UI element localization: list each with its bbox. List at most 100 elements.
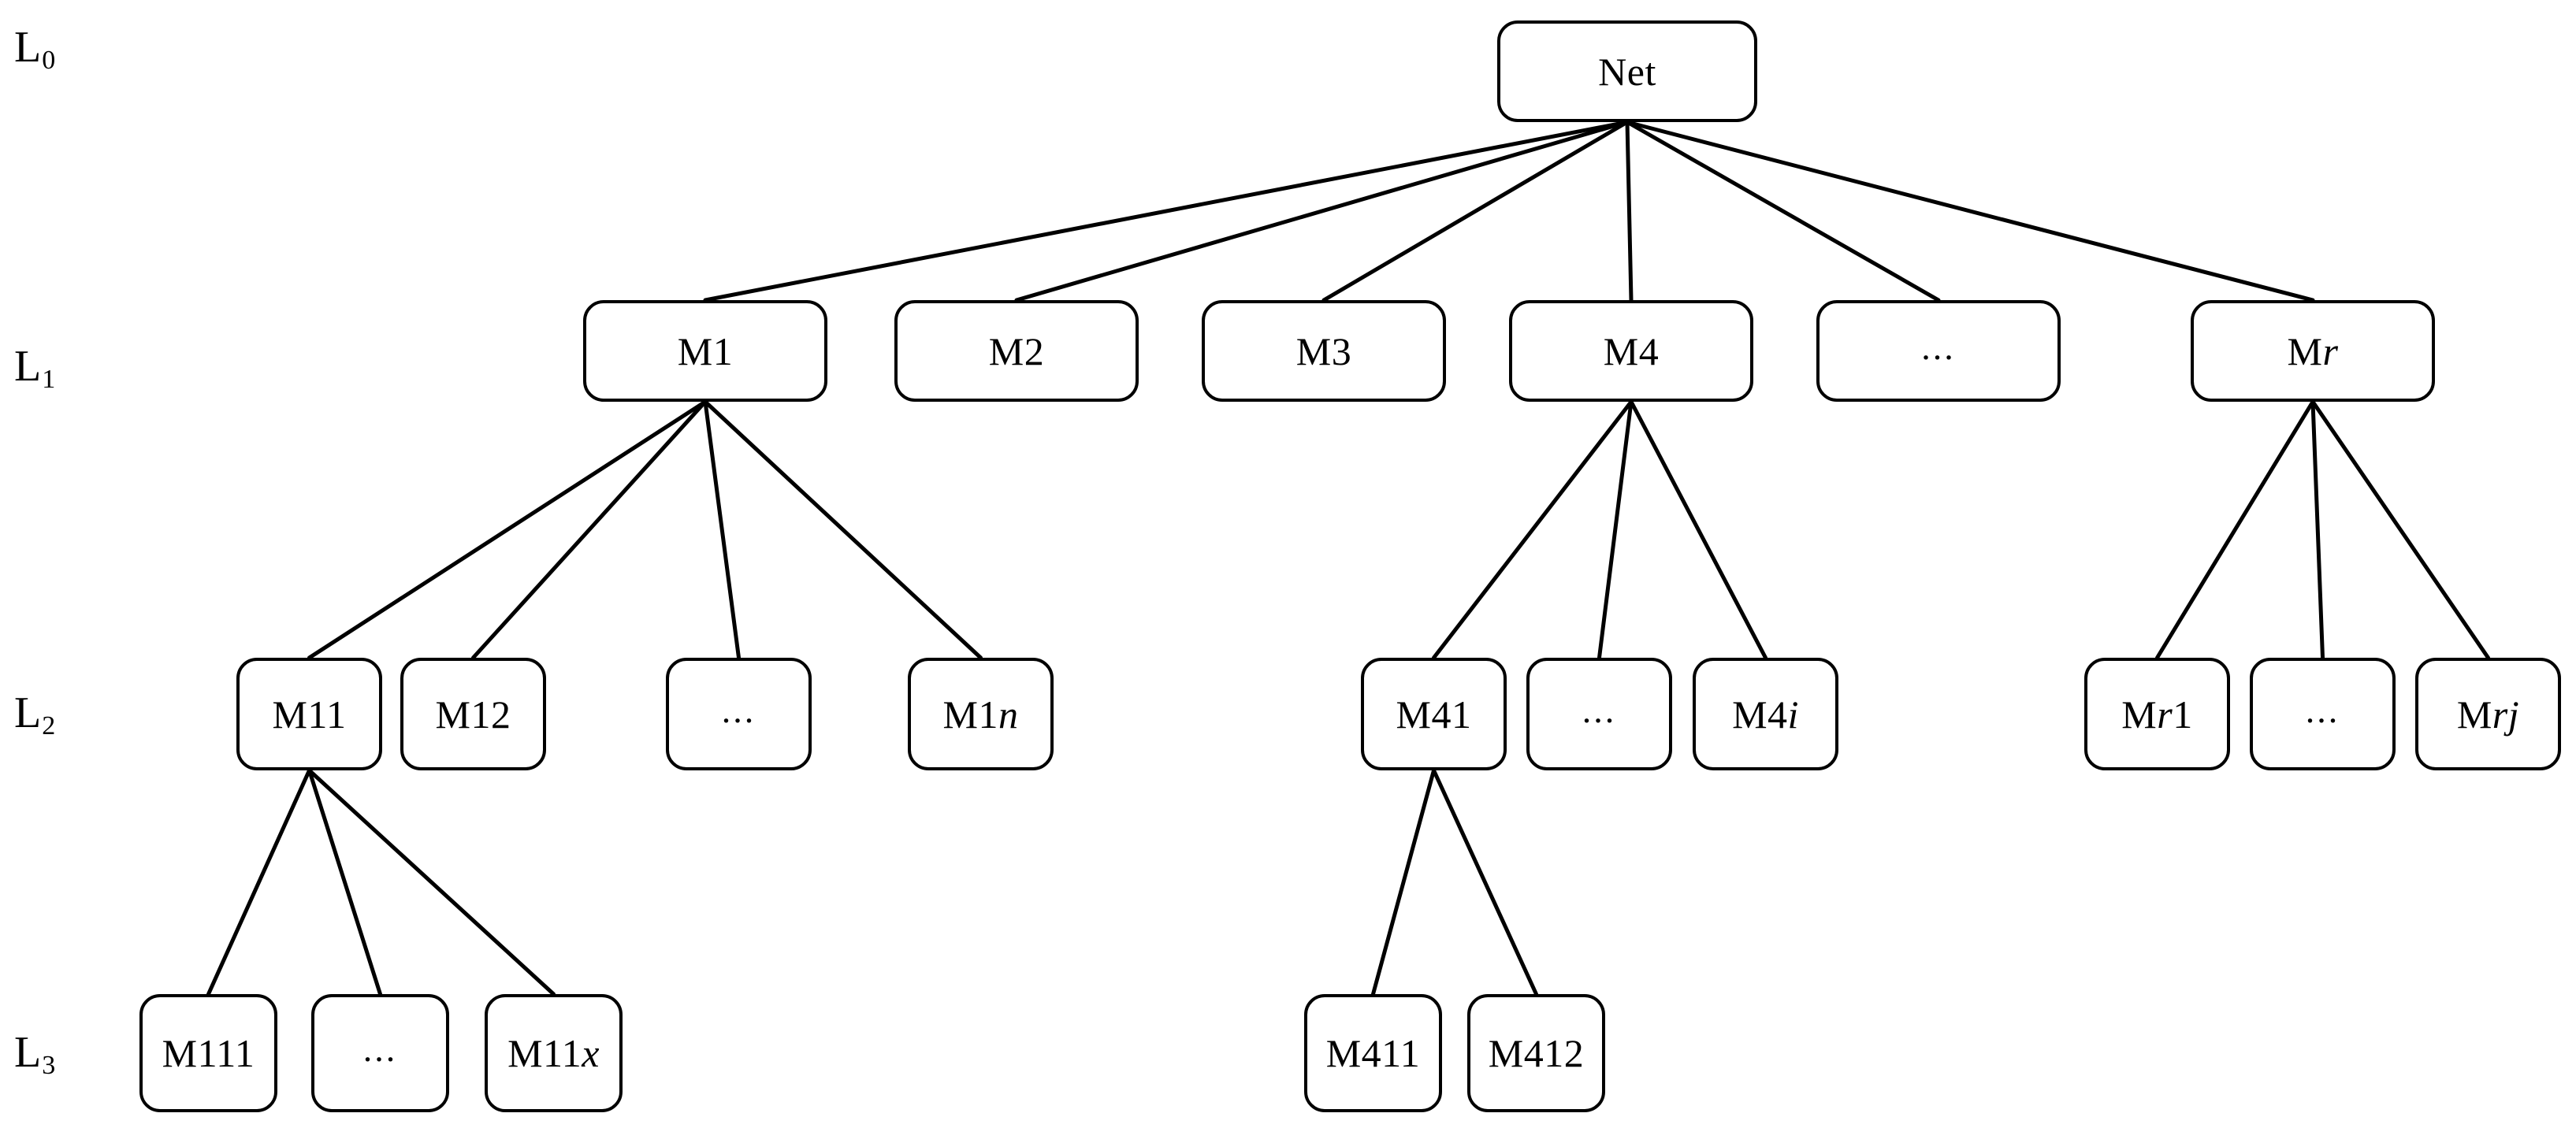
level-label-prefix: L <box>14 688 42 737</box>
edge-m1-to-m12 <box>471 399 708 660</box>
node-m2[interactable]: M2 <box>894 300 1139 402</box>
node-m12[interactable]: M12 <box>400 658 546 770</box>
node-label-variable: r <box>2157 692 2173 737</box>
node-label-m1x: ... <box>1921 326 1956 367</box>
node-label-m12: M12 <box>436 695 511 734</box>
node-label-m411: M411 <box>1326 1033 1421 1073</box>
node-mr[interactable]: Mr <box>2191 300 2435 402</box>
node-label-prefix: M12 <box>435 692 511 737</box>
node-mr1[interactable]: Mr1 <box>2084 658 2230 770</box>
level-label-l3: L3 <box>14 1030 55 1079</box>
edge-m4-to-m4i <box>1629 399 1768 660</box>
node-m4i[interactable]: M4i <box>1693 658 1838 770</box>
node-label-prefix: M2 <box>988 328 1045 373</box>
node-label-prefix: ... <box>2305 689 2340 730</box>
node-label-prefix: M412 <box>1488 1031 1585 1075</box>
edge-net-to-m1x <box>1625 120 1941 302</box>
node-label-m1n: M1n <box>943 695 1019 734</box>
level-label-subscript: 3 <box>42 1051 56 1080</box>
node-label-mrj: Mrj <box>2457 695 2519 734</box>
node-label-m11: M11 <box>272 695 346 734</box>
edge-mr-to-mre <box>2310 399 2325 660</box>
edge-m11-to-m111 <box>206 768 311 996</box>
node-label-variable: r <box>2322 328 2339 373</box>
node-label-prefix: M1 <box>942 692 998 737</box>
node-label-prefix: ... <box>1582 689 1617 730</box>
node-m411[interactable]: M411 <box>1304 994 1442 1112</box>
node-label-m4e: ... <box>1582 692 1617 729</box>
node-label-mre: ... <box>2306 692 2340 729</box>
edge-net-to-m1 <box>703 120 1630 302</box>
edge-m41-to-m411 <box>1371 768 1436 996</box>
level-label-prefix: L <box>14 342 42 391</box>
node-label-prefix: Net <box>1598 49 1656 94</box>
node-m111[interactable]: M111 <box>139 994 277 1112</box>
node-net[interactable]: Net <box>1497 20 1757 122</box>
level-label-subscript: 1 <box>42 365 56 394</box>
level-label-l2: L2 <box>14 688 55 740</box>
node-m41[interactable]: M41 <box>1361 658 1507 770</box>
node-label-mr1: Mr1 <box>2121 695 2192 734</box>
node-m4e[interactable]: ... <box>1526 658 1672 770</box>
node-label-prefix: M111 <box>162 1031 255 1075</box>
node-label-m11e: ... <box>363 1031 398 1067</box>
node-label-prefix: M11 <box>507 1031 582 1075</box>
node-m412[interactable]: M412 <box>1467 994 1605 1112</box>
node-label-net: Net <box>1598 52 1656 91</box>
node-label-m111: M111 <box>162 1033 255 1073</box>
node-label-m2: M2 <box>989 332 1044 371</box>
node-m1n[interactable]: M1n <box>908 658 1054 770</box>
edge-net-to-m2 <box>1014 120 1630 302</box>
edge-m1-to-m1n <box>703 399 983 660</box>
node-label-m1e: ... <box>722 692 756 729</box>
node-m1e[interactable]: ... <box>666 658 812 770</box>
node-label-m412: M412 <box>1489 1033 1584 1073</box>
node-m11e[interactable]: ... <box>311 994 449 1112</box>
edge-m11-to-m11x <box>307 768 556 996</box>
edge-m11-to-m11e <box>307 768 382 996</box>
node-label-prefix: M <box>2121 692 2158 737</box>
node-label-prefix: M4 <box>1732 692 1788 737</box>
node-label-suffix: 1 <box>2173 692 2193 737</box>
node-label-prefix: M4 <box>1603 328 1660 373</box>
level-label-l0: L0 <box>14 23 55 74</box>
level-label-subscript: 2 <box>42 711 56 740</box>
node-label-m4i: M4i <box>1732 695 1799 734</box>
node-label-prefix: M1 <box>677 328 734 373</box>
node-label-prefix: ... <box>362 1029 398 1069</box>
edge-mr-to-mrj <box>2310 399 2490 660</box>
node-label-prefix: M <box>2456 692 2492 737</box>
node-label-m3: M3 <box>1296 332 1351 371</box>
edge-net-to-m3 <box>1321 120 1630 302</box>
node-mre[interactable]: ... <box>2250 658 2396 770</box>
edge-m1-to-m11 <box>307 399 708 660</box>
node-label-prefix: M <box>2287 328 2323 373</box>
node-m1x[interactable]: ... <box>1816 300 2061 402</box>
edge-m41-to-m412 <box>1432 768 1538 996</box>
node-m1[interactable]: M1 <box>583 300 827 402</box>
level-label-l1: L1 <box>14 342 55 393</box>
node-m4[interactable]: M4 <box>1509 300 1753 402</box>
node-label-variable: rj <box>2492 692 2520 737</box>
edge-mr-to-mr1 <box>2155 399 2315 660</box>
node-label-prefix: M41 <box>1396 692 1472 737</box>
node-m11x[interactable]: M11x <box>485 994 623 1112</box>
level-label-prefix: L <box>14 23 42 72</box>
node-m3[interactable]: M3 <box>1202 300 1446 402</box>
node-label-prefix: M11 <box>272 692 347 737</box>
node-label-variable: i <box>1787 692 1799 737</box>
node-m11[interactable]: M11 <box>236 658 382 770</box>
node-label-mr: Mr <box>2288 332 2339 371</box>
node-label-m11x: M11x <box>507 1033 600 1073</box>
node-mrj[interactable]: Mrj <box>2415 658 2561 770</box>
edge-m4-to-m41 <box>1432 399 1634 660</box>
edge-net-to-mr <box>1625 120 2315 302</box>
node-label-variable: x <box>582 1031 600 1075</box>
node-label-prefix: ... <box>1921 326 1956 367</box>
node-label-m1: M1 <box>678 332 733 371</box>
level-label-subscript: 0 <box>42 46 56 75</box>
node-label-variable: n <box>998 692 1019 737</box>
edge-m4-to-m4e <box>1597 399 1634 660</box>
